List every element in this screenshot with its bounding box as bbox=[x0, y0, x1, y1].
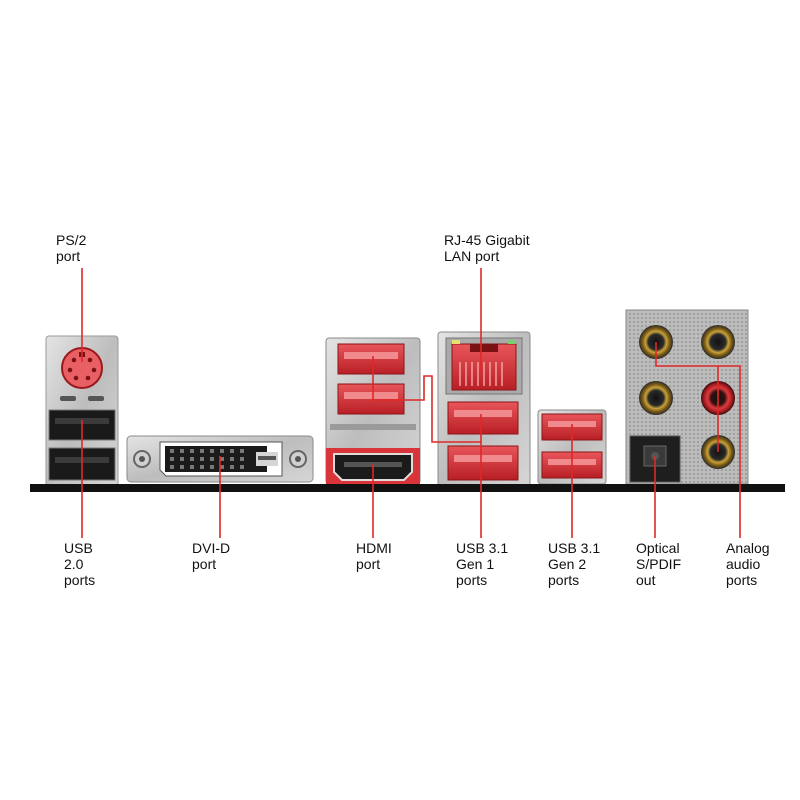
label-line: out bbox=[636, 572, 656, 588]
label-line: port bbox=[192, 556, 217, 572]
label-line: USB 3.1 bbox=[456, 540, 509, 556]
leader-analog bbox=[655, 342, 741, 538]
label-line: 2.0 bbox=[64, 556, 84, 572]
label-usb20-ports: USB 2.0 ports bbox=[64, 540, 95, 588]
label-line: PS/2 bbox=[56, 232, 87, 248]
base-bar bbox=[30, 484, 785, 492]
label-hdmi-port: HDMI port bbox=[356, 540, 392, 572]
audio-panel bbox=[625, 309, 749, 485]
label-ps2-port: PS/2 port bbox=[56, 232, 86, 264]
dvi-connector bbox=[126, 435, 314, 483]
audio-jack-icon[interactable] bbox=[639, 381, 673, 415]
label-line: S/PDIF bbox=[636, 556, 682, 572]
label-line: HDMI bbox=[356, 540, 392, 556]
label-line: ports bbox=[726, 572, 758, 588]
label-line: Analog bbox=[726, 540, 770, 556]
label-line: Optical bbox=[636, 540, 680, 556]
label-line: LAN port bbox=[444, 248, 500, 264]
label-optical-spdif-out: Optical S/PDIF out bbox=[636, 540, 681, 588]
label-rj45-port: RJ-45 Gigabit LAN port bbox=[444, 232, 530, 264]
usb-port-icon[interactable] bbox=[447, 401, 519, 435]
label-line: ports bbox=[456, 572, 488, 588]
label-line: Gen 2 bbox=[548, 556, 587, 572]
label-line: USB 3.1 bbox=[548, 540, 601, 556]
label-usb31-gen2-ports: USB 3.1 Gen 2 ports bbox=[548, 540, 600, 588]
label-line: port bbox=[356, 556, 381, 572]
label-line: port bbox=[56, 248, 81, 264]
label-line: audio bbox=[726, 556, 761, 572]
label-line: RJ-45 Gigabit bbox=[444, 232, 530, 248]
usb-port-icon[interactable] bbox=[447, 445, 519, 481]
label-line: ports bbox=[548, 572, 580, 588]
leader-lines bbox=[81, 268, 741, 538]
label-usb31-gen1-ports: USB 3.1 Gen 1 ports bbox=[456, 540, 508, 588]
label-line: ports bbox=[64, 572, 96, 588]
audio-jack-icon[interactable] bbox=[701, 325, 735, 359]
label-dvid-port: DVI-D port bbox=[192, 540, 230, 572]
rj45-usb-gen1-stack bbox=[437, 331, 531, 487]
label-line: DVI-D bbox=[192, 540, 231, 556]
leader-usb-left bbox=[372, 356, 481, 443]
label-line: USB bbox=[64, 540, 93, 556]
label-analog-audio-ports: Analog audio ports bbox=[726, 540, 770, 588]
label-line: Gen 1 bbox=[456, 556, 495, 572]
